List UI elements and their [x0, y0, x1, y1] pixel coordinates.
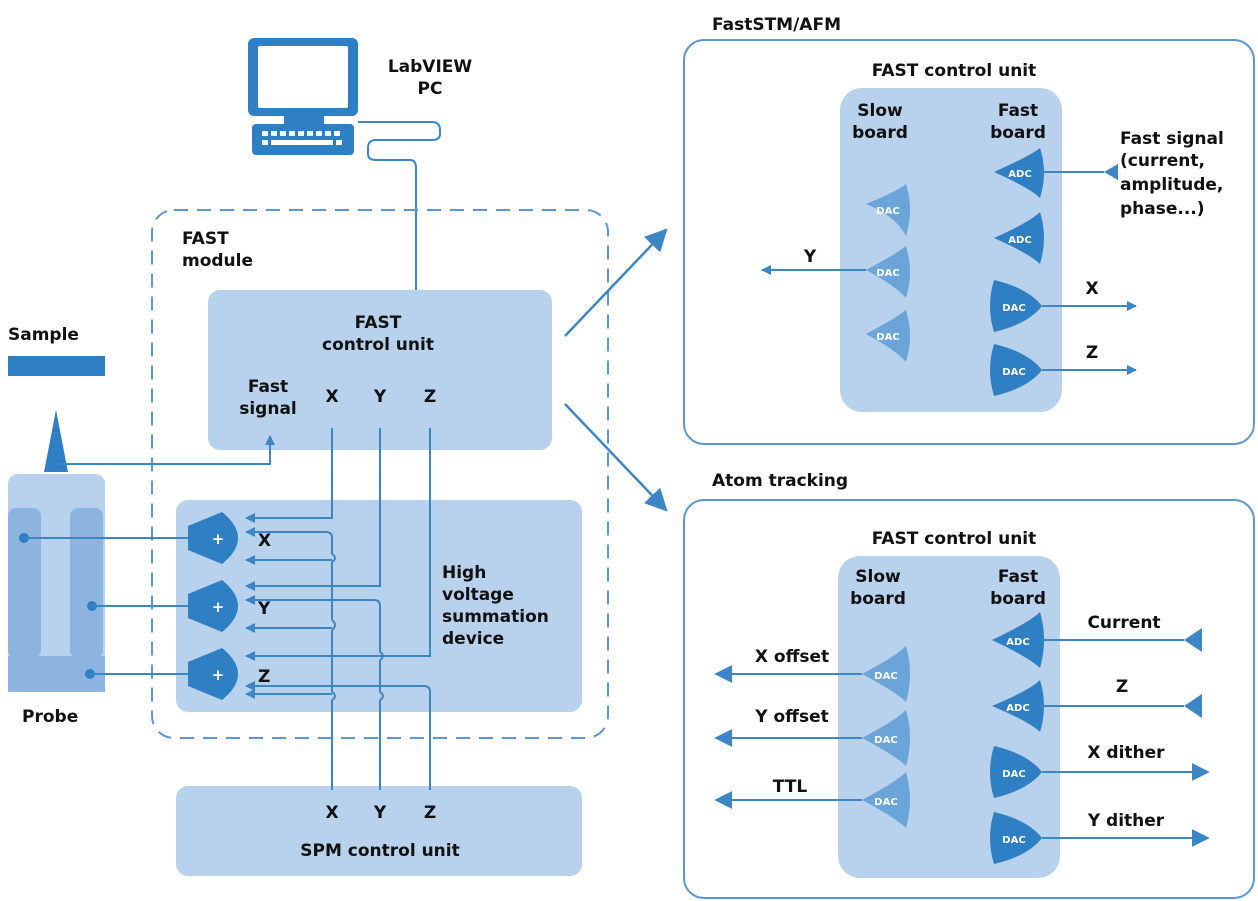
amplifier-x: + — [188, 512, 238, 564]
svg-text:DAC: DAC — [876, 206, 899, 217]
control-unit-x: X — [325, 387, 338, 407]
computer-icon — [248, 38, 358, 155]
probe-label: Probe — [22, 707, 78, 727]
faststm-slow-line1: Slow — [857, 101, 903, 121]
hv-y-label: Y — [257, 599, 271, 619]
faststm-slow-dac-2: DAC — [866, 246, 910, 298]
spm-control-unit-box — [176, 786, 582, 876]
spm-x: X — [325, 803, 338, 823]
svg-text:ADC: ADC — [1008, 235, 1031, 246]
faststm-adc-2: ADC — [994, 212, 1044, 264]
sample-label: Sample — [8, 325, 79, 345]
probe-body — [8, 474, 105, 692]
atom-adc-current: ADC — [992, 612, 1044, 668]
arrow-to-atom-tracking — [564, 403, 668, 512]
hv-label-line1: High — [442, 563, 486, 583]
faststm-signal-line2: (current, — [1120, 151, 1205, 171]
spm-title: SPM control unit — [300, 841, 460, 861]
hv-label-line2: voltage — [442, 585, 514, 605]
amplifier-z: + — [188, 648, 238, 700]
svg-text:DAC: DAC — [874, 671, 897, 682]
faststm-dac-z: DAC — [990, 344, 1042, 396]
svg-text:DAC: DAC — [874, 797, 897, 808]
faststm-dac-x: DAC — [990, 280, 1042, 332]
atom-y-dither-label: Y dither — [1087, 811, 1165, 831]
faststm-x-label: X — [1085, 279, 1098, 299]
faststm-slow-line2: board — [852, 123, 908, 143]
fast-signal-label-line1: Fast — [248, 377, 288, 397]
signal-wires — [246, 428, 431, 790]
amp-plus-z: + — [212, 666, 225, 684]
faststm-y-label: Y — [803, 247, 817, 267]
atom-x-dither-label: X dither — [1087, 743, 1165, 763]
atom-panel-title: Atom tracking — [712, 471, 848, 491]
faststm-unit-title: FAST control unit — [872, 61, 1037, 81]
atom-y-offset-label: Y offset — [754, 707, 828, 727]
pc-cable — [358, 121, 441, 290]
faststm-slow-dac-1: DAC — [866, 184, 910, 236]
fast-signal-wire — [56, 435, 275, 465]
sample-plate — [8, 356, 105, 376]
svg-text:ADC: ADC — [1008, 169, 1031, 180]
fast-control-unit-box — [208, 290, 552, 450]
atom-z-input-arrow — [1184, 694, 1202, 718]
amp-plus-y: + — [212, 598, 225, 616]
atom-fast-line2: board — [990, 589, 1046, 609]
atom-dac-x-dither: DAC — [990, 746, 1042, 798]
faststm-signal-line3: amplitude, — [1120, 175, 1223, 195]
svg-text:DAC: DAC — [876, 268, 899, 279]
atom-z-label: Z — [1116, 677, 1128, 697]
control-unit-y: Y — [373, 387, 387, 407]
svg-text:DAC: DAC — [1002, 367, 1025, 378]
atom-current-label: Current — [1087, 613, 1160, 633]
faststm-signal-input-arrow — [1104, 164, 1118, 180]
faststm-signal-line4: phase...) — [1120, 199, 1205, 219]
atom-slow-line1: Slow — [855, 567, 901, 587]
fast-signal-label-line2: signal — [239, 399, 297, 419]
faststm-fast-line1: Fast — [998, 101, 1038, 121]
atom-slow-line2: board — [850, 589, 906, 609]
atom-adc-z: ADC — [992, 680, 1044, 732]
atom-slow-dac-1: DAC — [862, 646, 910, 702]
pc-label-line2: PC — [418, 79, 443, 99]
hv-z-label: Z — [258, 667, 270, 687]
svg-text:ADC: ADC — [1006, 703, 1029, 714]
control-unit-title-line2: control unit — [322, 335, 434, 355]
atom-slow-dac-3: DAC — [862, 772, 910, 828]
faststm-z-label: Z — [1086, 343, 1098, 363]
faststm-adc-1: ADC — [994, 148, 1044, 198]
atom-dac-y-dither: DAC — [990, 812, 1042, 864]
svg-text:DAC: DAC — [1002, 303, 1025, 314]
svg-text:ADC: ADC — [1006, 637, 1029, 648]
spm-y: Y — [373, 803, 387, 823]
amp-plus-x: + — [212, 530, 225, 548]
control-unit-title-line1: FAST — [355, 313, 402, 333]
hv-label-line3: summation — [442, 607, 549, 627]
atom-x-offset-label: X offset — [755, 647, 829, 667]
fast-module-label-line1: FAST — [182, 229, 229, 249]
control-unit-z: Z — [424, 387, 436, 407]
spm-z: Z — [424, 803, 436, 823]
atom-current-input-arrow — [1184, 628, 1202, 652]
atom-unit-title: FAST control unit — [872, 529, 1037, 549]
svg-text:DAC: DAC — [874, 735, 897, 746]
arrow-to-faststm — [564, 228, 668, 337]
svg-text:DAC: DAC — [1002, 769, 1025, 780]
pc-label-line1: LabVIEW — [388, 57, 473, 77]
atom-slow-dac-2: DAC — [862, 710, 910, 766]
faststm-slow-dac-3: DAC — [866, 310, 910, 362]
faststm-fast-line2: board — [990, 123, 1046, 143]
amplifier-y: + — [188, 580, 238, 632]
hv-x-label: X — [258, 531, 271, 551]
atom-fast-line1: Fast — [998, 567, 1038, 587]
svg-text:DAC: DAC — [1002, 835, 1025, 846]
svg-text:DAC: DAC — [876, 332, 899, 343]
fast-module-label-line2: module — [182, 251, 253, 271]
probe-tip — [44, 410, 68, 472]
faststm-panel-title: FastSTM/AFM — [712, 15, 841, 35]
faststm-signal-line1: Fast signal — [1120, 129, 1224, 149]
hv-label-line4: device — [442, 629, 504, 649]
atom-ttl-label: TTL — [773, 777, 808, 797]
